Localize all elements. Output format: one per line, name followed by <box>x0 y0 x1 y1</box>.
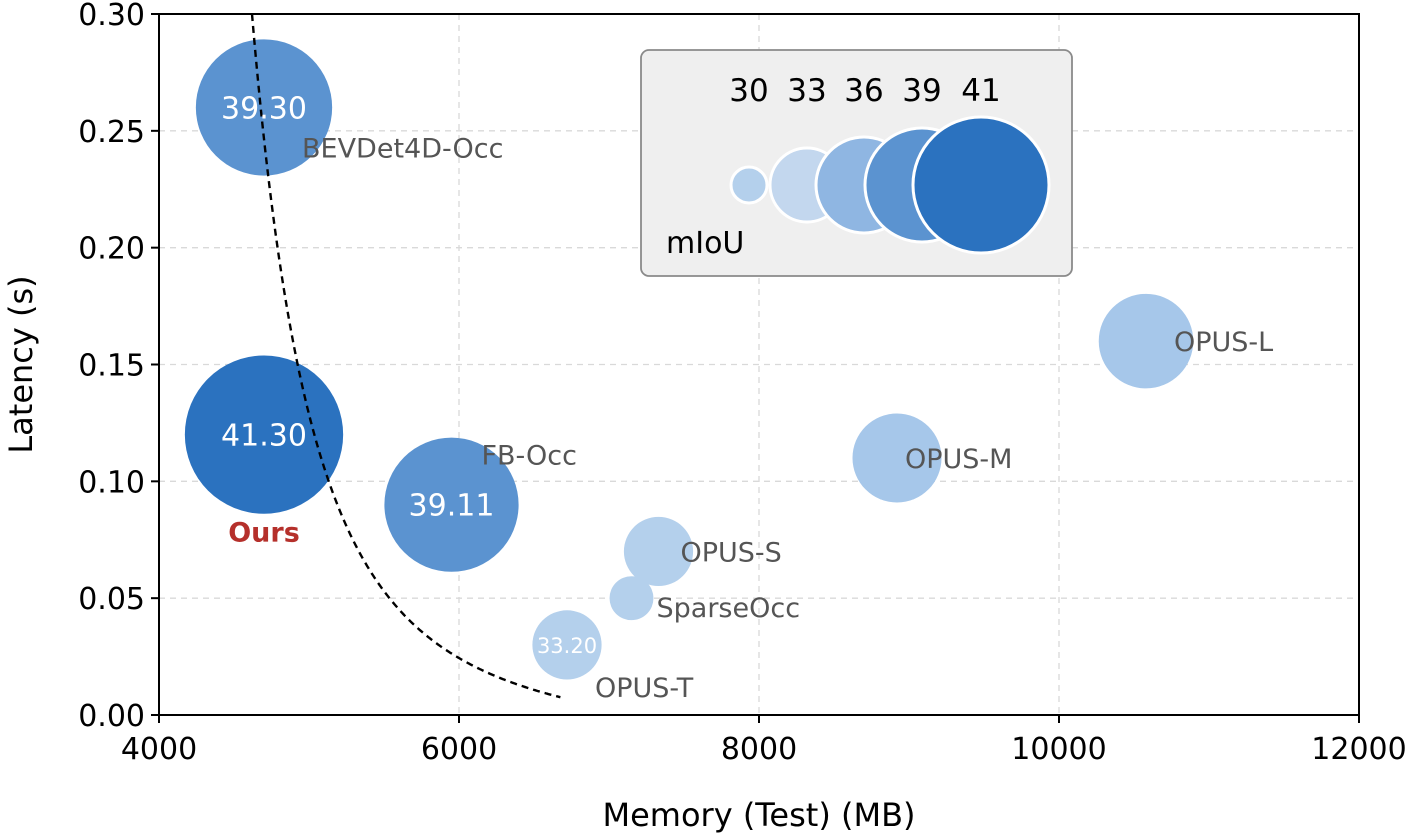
value-label: 33.20 <box>537 634 597 658</box>
axes: 4000 6000 8000 10000 12000 0.00 0.05 0.10 0.15 0.… <box>78 0 1407 767</box>
point-label: Ours <box>228 518 300 549</box>
bubble-opus-m <box>852 413 942 503</box>
legend-bubble <box>729 165 769 205</box>
legend-label: 39 <box>902 73 941 109</box>
bubble-sparseocc <box>609 576 654 621</box>
x-tick-label: 12000 <box>1311 732 1406 767</box>
point-label: OPUS-M <box>905 444 1012 475</box>
bubble-bevdet4d-occ <box>195 39 333 176</box>
y-tick-label: 0.05 <box>78 582 145 617</box>
value-label: 41.30 <box>221 419 307 454</box>
x-axis-title: Memory (Test) (MB) <box>603 796 916 834</box>
x-tick-label: 8000 <box>721 732 797 767</box>
y-tick-label: 0.20 <box>78 232 145 267</box>
legend-title: mIoU <box>666 226 744 261</box>
y-tick-label: 0.10 <box>78 465 145 500</box>
x-tick-label: 4000 <box>121 732 197 767</box>
point-labels: BEVDet4D-Occ39.30Ours41.30FB-Occ39.11OPU… <box>221 91 1273 703</box>
x-tick-label: 6000 <box>421 732 497 767</box>
point-label: OPUS-L <box>1174 327 1273 358</box>
value-label: 39.30 <box>221 91 307 126</box>
y-axis-title: Latency (s) <box>2 275 40 453</box>
y-tick-label: 0.00 <box>78 699 145 734</box>
bubbles <box>184 39 1194 680</box>
point-label: OPUS-S <box>681 537 782 568</box>
legend-label: 30 <box>729 73 768 109</box>
point-label: BEVDet4D-Occ <box>302 133 503 164</box>
legend-label: 36 <box>844 73 883 109</box>
y-tick-label: 0.30 <box>78 0 145 33</box>
point-label: FB-Occ <box>482 441 578 472</box>
point-label: OPUS-T <box>595 673 694 704</box>
legend-label: 41 <box>961 73 1000 109</box>
bubble-opus-l <box>1098 293 1194 389</box>
y-tick-label: 0.25 <box>78 115 145 150</box>
legend: 30 33 36 39 41 mIoU <box>640 49 1073 277</box>
value-label: 39.11 <box>409 489 495 524</box>
point-label: SparseOcc <box>657 593 801 624</box>
bubble-opus-t <box>532 610 602 680</box>
bubble-opus-s <box>623 516 694 587</box>
legend-label: 33 <box>787 73 826 109</box>
y-tick-label: 0.15 <box>78 349 145 384</box>
x-tick-label: 10000 <box>1011 732 1106 767</box>
legend-bubble <box>911 115 1051 255</box>
bubble-fb-occ <box>384 437 519 572</box>
